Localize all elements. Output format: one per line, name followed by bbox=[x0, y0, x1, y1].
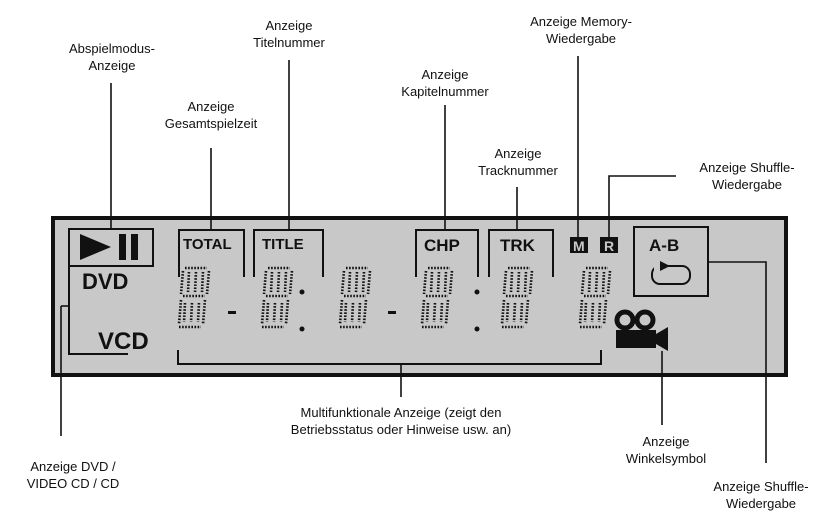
total-tag: TOTAL bbox=[183, 236, 232, 253]
angle-label: Anzeige Winkelsymbol bbox=[625, 434, 707, 466]
play-mode-label: Abspielmodus- Anzeige bbox=[69, 41, 155, 73]
title-number-label: Anzeige Titelnummer bbox=[253, 18, 325, 50]
repeat-arrow-icon bbox=[651, 261, 691, 285]
multifunction-label: Multifunktionale Anzeige (zeigt den Betr… bbox=[290, 405, 512, 437]
leader-lines bbox=[60, 56, 767, 463]
pause-icon-bar-left bbox=[119, 234, 126, 260]
repeat-badge bbox=[600, 237, 618, 253]
shuffle-top-label: Anzeige Shuffle- Wiedergabe bbox=[699, 160, 795, 192]
chapter-number-label: Anzeige Kapitelnummer bbox=[401, 67, 489, 99]
play-icon bbox=[80, 234, 111, 260]
trk-tag-frame bbox=[488, 229, 554, 277]
repeat-indicator: R bbox=[604, 238, 614, 254]
vcd-indicator: VCD bbox=[98, 328, 149, 355]
chp-tag-frame bbox=[415, 229, 479, 277]
total-time-label: Anzeige Gesamtspielzeit bbox=[164, 99, 258, 131]
memory-indicator: M bbox=[573, 238, 585, 254]
track-number-label: Anzeige Tracknummer bbox=[478, 146, 558, 178]
dvd-indicator: DVD bbox=[82, 269, 128, 294]
chp-tag: CHP bbox=[424, 236, 460, 255]
title-tag: TITLE bbox=[262, 236, 304, 253]
ab-indicator: A-B bbox=[649, 236, 679, 255]
pause-icon-bar-right bbox=[131, 234, 138, 260]
disc-type-label: Anzeige DVD / VIDEO CD / CD bbox=[26, 459, 120, 491]
disc-bracket bbox=[68, 265, 128, 355]
angle-camera-icon bbox=[614, 309, 668, 351]
memory-badge bbox=[570, 237, 588, 253]
digit-separators bbox=[228, 289, 480, 332]
memory-label: Anzeige Memory- Wiedergabe bbox=[530, 14, 632, 46]
trk-tag: TRK bbox=[500, 236, 536, 255]
multifunction-bracket bbox=[177, 350, 602, 365]
shuffle-bottom-label: Anzeige Shuffle- Wiedergabe bbox=[713, 479, 809, 511]
